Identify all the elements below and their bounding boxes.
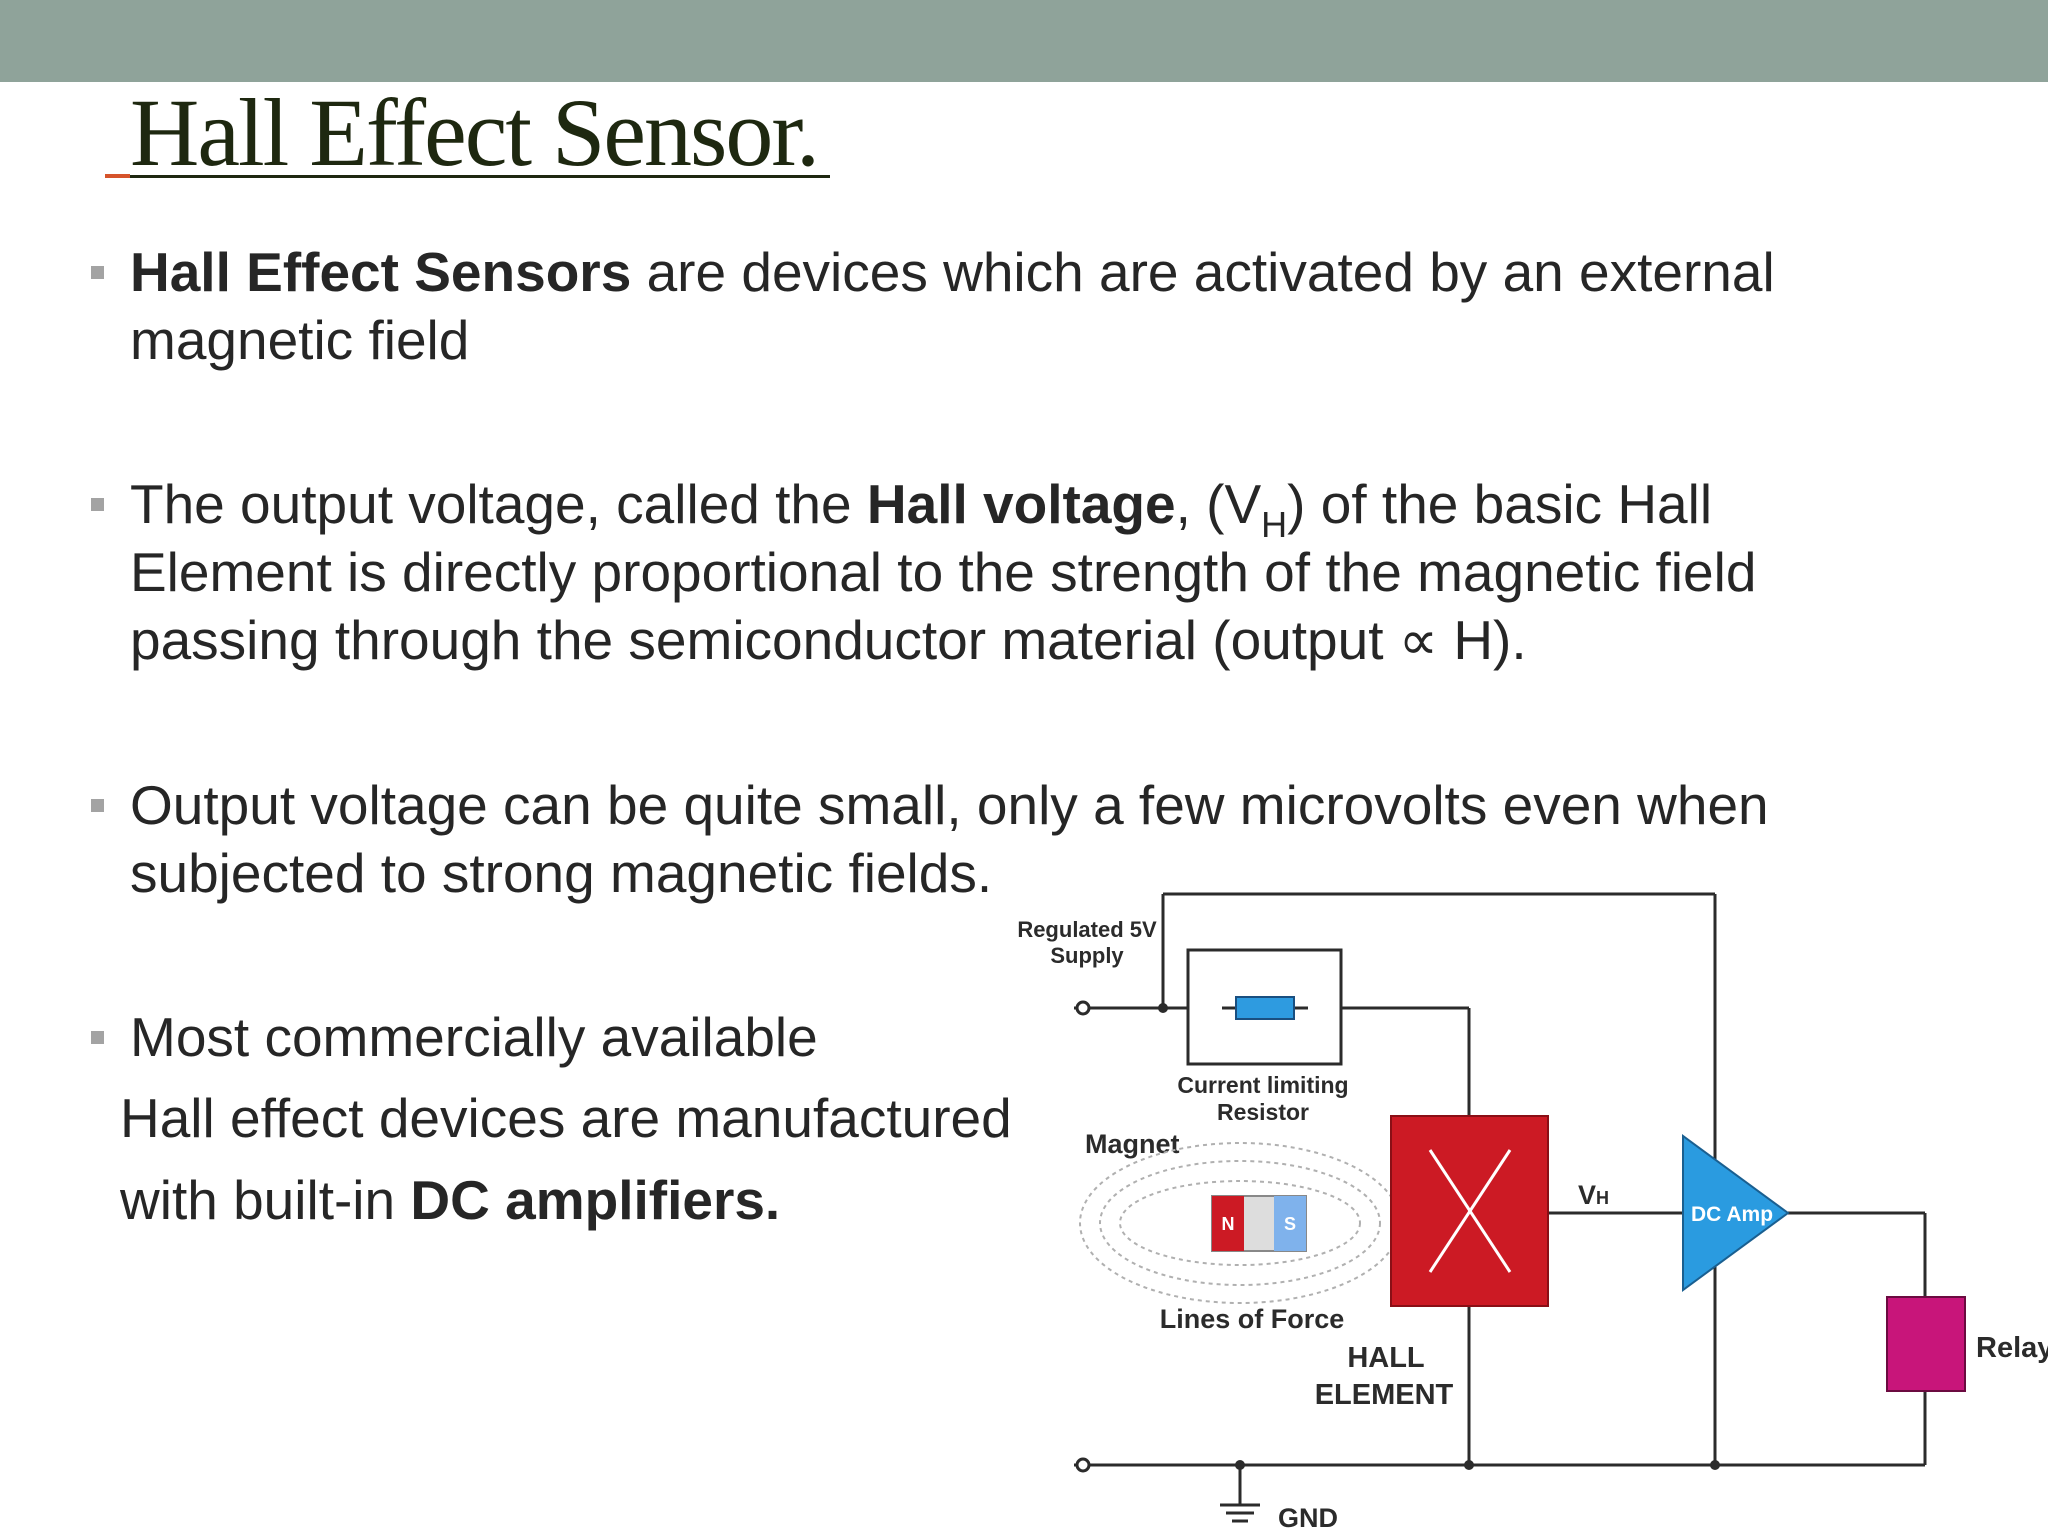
bullet-3-line-2: subjected to strong magnetic fields. xyxy=(130,842,993,904)
bullet-marker xyxy=(91,799,104,812)
magnet-label: Magnet xyxy=(1085,1129,1180,1159)
amplifier-label: DC Amp xyxy=(1691,1203,1773,1226)
bullet-4-line-3: with built-in DC amplifiers. xyxy=(120,1169,781,1231)
relay xyxy=(1886,1296,1966,1392)
junction-dot xyxy=(1710,1460,1720,1470)
hall-voltage-label: VH xyxy=(1578,1180,1609,1210)
hall-element-label: ELEMENT xyxy=(1315,1379,1454,1411)
bullet-2-line-2: Element is directly proportional to the … xyxy=(130,541,1757,603)
bullet-1-line-2: magnetic field xyxy=(130,309,470,371)
north-label: N xyxy=(1222,1214,1235,1234)
lines-of-force-label: Lines of Force xyxy=(1160,1304,1345,1334)
resistor-label: Resistor xyxy=(1217,1099,1309,1125)
bullet-3-line-1: Output voltage can be quite small, only … xyxy=(130,774,1769,836)
title-underline xyxy=(130,175,830,178)
bullet-2-line-1: The output voltage, called the Hall volt… xyxy=(130,473,1713,545)
bold-term: Hall voltage xyxy=(866,473,1176,535)
ground-terminal xyxy=(1075,1457,1091,1473)
supply-terminal xyxy=(1075,1000,1091,1016)
junction-dot xyxy=(1464,1460,1474,1470)
hall-sensor-circuit-diagram: Regulated 5V Supply Current limiting Res… xyxy=(1010,880,2048,1536)
bullet-4-line-2: Hall effect devices are manufactured xyxy=(120,1087,1012,1149)
header-bar xyxy=(0,0,2048,82)
supply-label: Regulated 5V xyxy=(1017,917,1157,942)
junction-dot xyxy=(1158,1003,1168,1013)
hall-element-cross xyxy=(1428,1149,1512,1273)
bold-term: DC amplifiers. xyxy=(410,1169,781,1231)
hall-element-label: HALL xyxy=(1347,1342,1424,1374)
bullet-2-line-3: passing through the semiconductor materi… xyxy=(130,609,1527,671)
bullet-marker xyxy=(91,498,104,511)
junction-dot xyxy=(1235,1460,1245,1470)
title-accent-mark xyxy=(105,174,130,178)
resistor-label: Current limiting xyxy=(1177,1072,1348,1098)
bullet-4-line-1: Most commercially available xyxy=(130,1006,818,1068)
relay-label: Relay xyxy=(1976,1332,2048,1364)
ground-label: GND xyxy=(1278,1503,1338,1533)
bullet-marker xyxy=(91,266,104,279)
bullet-marker xyxy=(91,1031,104,1044)
magnet-north-pole xyxy=(1212,1196,1244,1251)
bullet-1-line-1: Hall Effect Sensors are devices which ar… xyxy=(130,241,1775,303)
dc-amplifier xyxy=(1682,1134,1790,1292)
resistor-symbol xyxy=(1235,996,1295,1020)
bold-term: Hall Effect Sensors xyxy=(130,241,632,303)
supply-label: Supply xyxy=(1050,943,1124,968)
magnet-south-pole xyxy=(1274,1196,1306,1251)
slide-title: Hall Effect Sensor. xyxy=(130,79,820,186)
south-label: S xyxy=(1284,1214,1296,1234)
